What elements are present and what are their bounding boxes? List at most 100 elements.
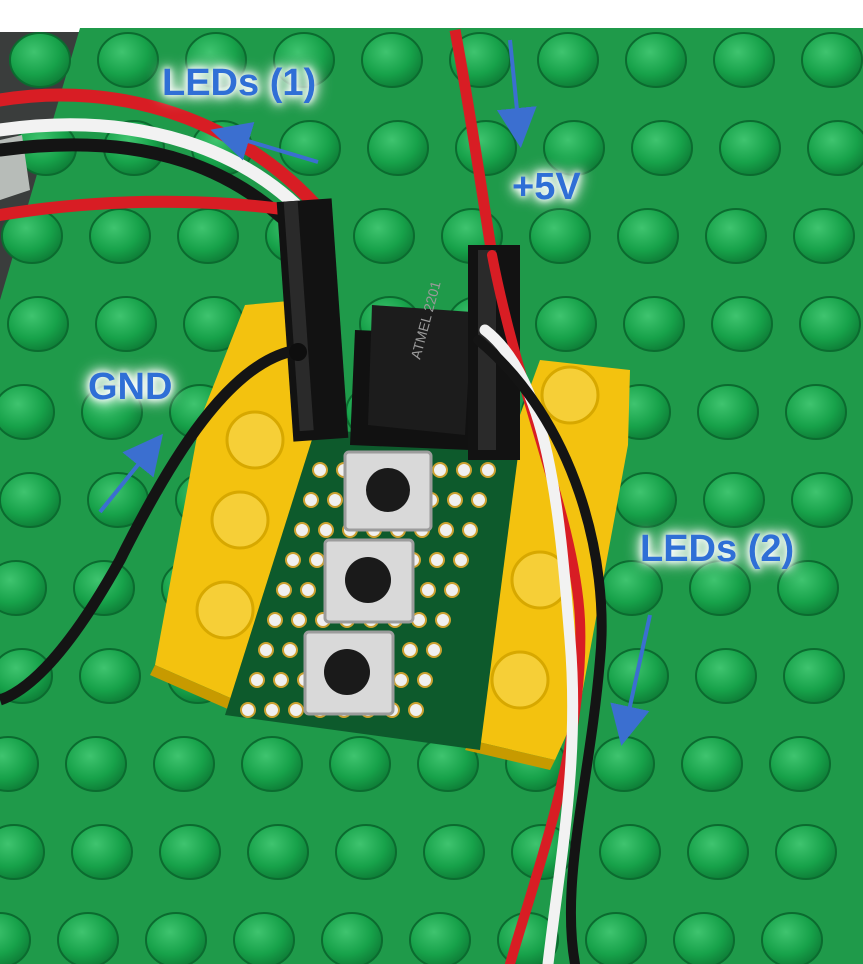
lego-stud <box>7 296 69 352</box>
pcb-hole <box>288 702 304 718</box>
lego-stud <box>241 736 303 792</box>
attiny-chip: ATMEL 2201 <box>350 279 475 450</box>
label-gnd: GND <box>88 366 173 408</box>
lego-stud <box>247 824 309 880</box>
arrow-leds2 <box>610 614 652 746</box>
pcb-hole <box>327 492 343 508</box>
pcb-hole <box>429 552 445 568</box>
lego-stud <box>535 296 597 352</box>
lego-stud <box>593 736 655 792</box>
pcb-hole <box>249 672 265 688</box>
lego-stud <box>9 32 71 88</box>
pcb-hole <box>300 582 316 598</box>
label-leds-2: LEDs (2) <box>640 528 795 570</box>
pcb-hole <box>240 702 256 718</box>
lego-stud <box>799 296 861 352</box>
lego-stud <box>0 384 55 440</box>
pcb-hole <box>276 582 292 598</box>
pcb-hole <box>444 582 460 598</box>
pcb-hole <box>402 642 418 658</box>
lego-stud <box>353 208 415 264</box>
wire-gnd <box>0 344 299 706</box>
lego-stud <box>423 824 485 880</box>
lego-stud <box>145 912 207 964</box>
lego-stud <box>687 824 749 880</box>
pcb-hole <box>471 492 487 508</box>
pcb-hole <box>258 642 274 658</box>
lego-stud <box>719 120 781 176</box>
lego-stud <box>329 736 391 792</box>
arrow-leds1 <box>210 122 319 164</box>
lego-stud <box>793 208 855 264</box>
lego-stud <box>711 296 773 352</box>
lego-stud <box>89 208 151 264</box>
lego-stud <box>159 824 221 880</box>
lego-stud <box>177 208 239 264</box>
pcb-hole <box>303 492 319 508</box>
pcb-hole <box>462 522 478 538</box>
lego-stud <box>673 912 735 964</box>
lego-stud <box>57 912 119 964</box>
lego-stud <box>0 824 45 880</box>
lego-stud <box>777 560 839 616</box>
lego-stud <box>599 824 661 880</box>
lego-stud <box>361 32 423 88</box>
lego-stud <box>153 736 215 792</box>
lego-stud <box>543 120 605 176</box>
tactile-button-1 <box>343 450 433 532</box>
pcb-hole <box>309 552 325 568</box>
lego-stud <box>623 296 685 352</box>
label-leds-1: LEDs (1) <box>162 62 317 104</box>
lego-stud <box>529 208 591 264</box>
pcb-hole <box>420 582 436 598</box>
header-connector-left <box>276 198 349 442</box>
lego-stud <box>783 648 845 704</box>
lego-stud <box>585 912 647 964</box>
pcb-hole <box>318 522 334 538</box>
pcb-hole <box>447 492 463 508</box>
wire-bundle-leds2 <box>473 250 607 964</box>
lego-stud <box>81 384 143 440</box>
lego-stud <box>79 648 141 704</box>
lego-stud <box>0 472 61 528</box>
wire-5v <box>449 28 498 256</box>
tactile-button-2 <box>323 538 415 624</box>
lego-stud <box>97 32 159 88</box>
lego-stud <box>0 912 31 964</box>
annotation-arrows <box>98 39 652 746</box>
lego-stud <box>697 384 759 440</box>
pcb-hole <box>264 702 280 718</box>
pcb-hole <box>432 462 448 478</box>
lego-stud <box>321 912 383 964</box>
pcb-hole <box>291 612 307 628</box>
lego-stud <box>185 32 247 88</box>
lego-stud <box>409 912 471 964</box>
lego-stud <box>537 32 599 88</box>
pcb-hole <box>285 552 301 568</box>
lego-stud <box>65 736 127 792</box>
lego-stud <box>631 120 693 176</box>
lego-stud <box>807 120 863 176</box>
pcb-hole <box>417 672 433 688</box>
lego-stud <box>367 120 429 176</box>
lego-stud <box>791 472 853 528</box>
lego-stud <box>71 824 133 880</box>
pcb-hole <box>393 672 409 688</box>
pcb-hole <box>294 522 310 538</box>
lego-stud <box>615 472 677 528</box>
pcb-hole <box>435 612 451 628</box>
pcb-hole <box>408 702 424 718</box>
pcb-hole <box>267 612 283 628</box>
lego-stud <box>233 912 295 964</box>
arrow-gnd <box>98 433 164 514</box>
pcb-hole <box>312 462 328 478</box>
label-plus-5v: +5V <box>512 166 581 208</box>
pcb-hole <box>273 672 289 688</box>
pcb-hole <box>453 552 469 568</box>
lego-stud <box>617 208 679 264</box>
lego-stud <box>689 560 751 616</box>
lego-stud <box>801 32 863 88</box>
lego-stud <box>713 32 775 88</box>
